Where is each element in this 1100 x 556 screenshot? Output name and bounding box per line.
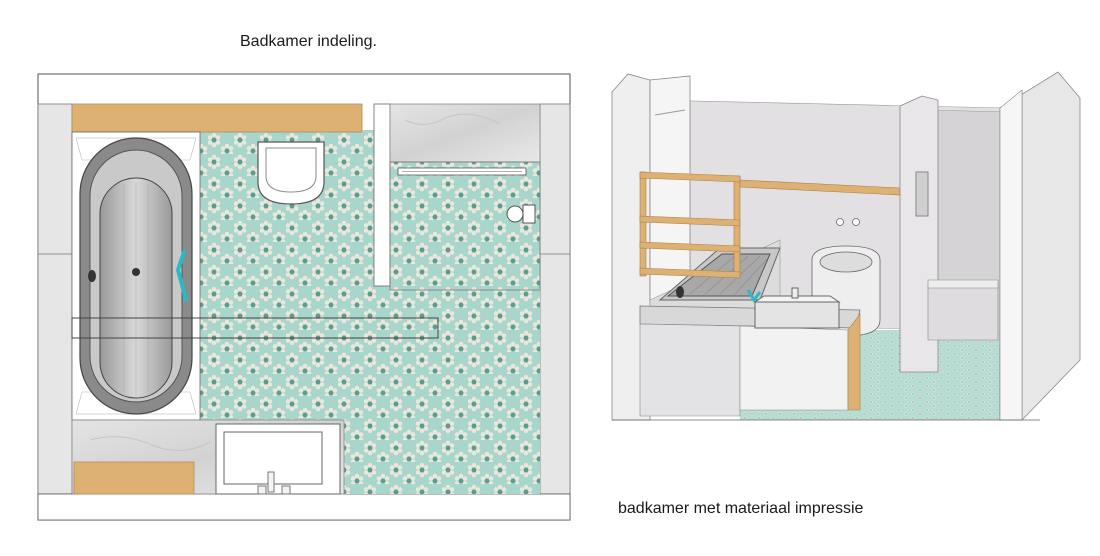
3d-impression <box>611 71 1081 421</box>
faucet-plan <box>257 471 291 495</box>
right-wall <box>539 103 571 495</box>
shower-valve <box>506 205 524 223</box>
marble-shower-bench <box>389 103 541 163</box>
floating-shelf-outline <box>71 317 439 339</box>
wood-stool <box>73 461 195 495</box>
partition-wall <box>373 103 391 287</box>
tub-grab-handle <box>175 250 188 302</box>
bottom-wall <box>37 493 571 521</box>
floor-plan <box>37 73 571 521</box>
shower-area <box>389 161 541 291</box>
toilet-plan <box>257 141 325 205</box>
impression-caption: badkamer met materiaal impressie <box>618 500 864 517</box>
left-wall <box>37 103 73 495</box>
vanity-3d <box>639 287 861 417</box>
bathtub <box>79 137 193 415</box>
wood-shelf-3d <box>639 171 901 279</box>
wood-shelf-top <box>71 103 363 133</box>
plan-title: Badkamer indeling. <box>240 33 377 50</box>
